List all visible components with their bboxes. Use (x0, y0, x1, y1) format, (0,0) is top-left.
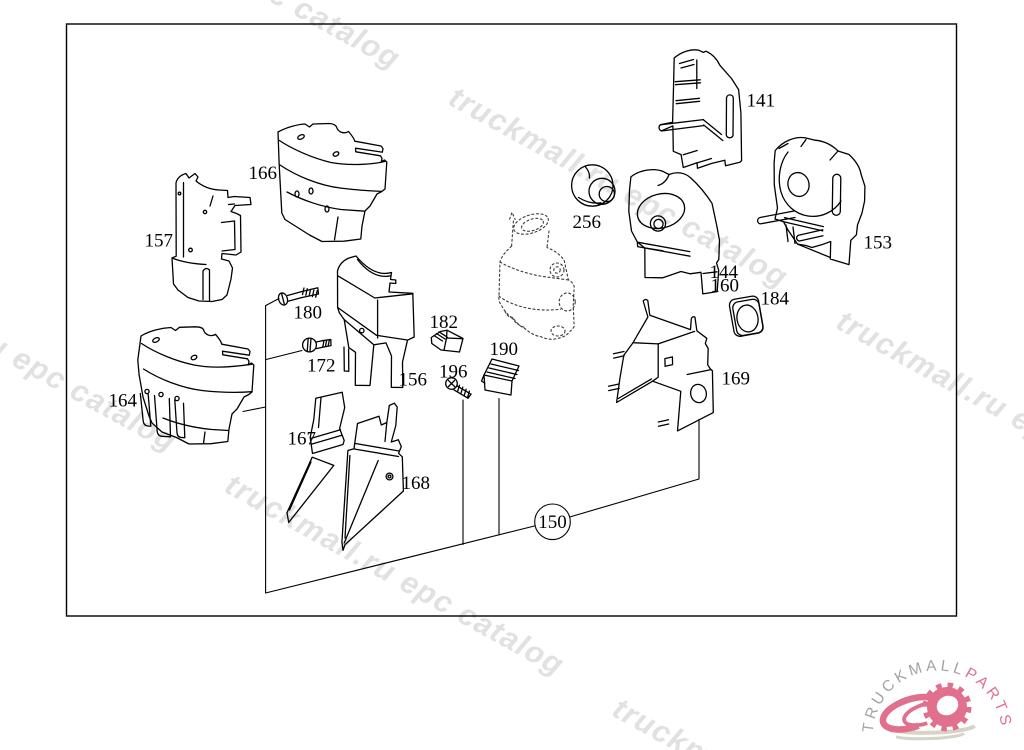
svg-text:141: 141 (747, 91, 776, 112)
svg-text:256: 256 (573, 212, 602, 233)
svg-text:168: 168 (402, 473, 431, 494)
svg-text:157: 157 (145, 231, 174, 252)
svg-text:172: 172 (307, 356, 336, 377)
svg-text:164: 164 (109, 391, 138, 412)
svg-text:196: 196 (439, 362, 468, 383)
svg-text:184: 184 (761, 289, 790, 310)
svg-text:160: 160 (711, 276, 740, 297)
svg-text:182: 182 (430, 312, 459, 333)
svg-text:167: 167 (288, 429, 317, 450)
svg-text:144: 144 (710, 262, 739, 283)
svg-text:169: 169 (722, 369, 751, 390)
svg-text:166: 166 (249, 163, 278, 184)
svg-text:180: 180 (294, 303, 323, 324)
svg-text:190: 190 (490, 339, 519, 360)
svg-text:150: 150 (538, 512, 567, 533)
svg-text:153: 153 (864, 233, 893, 254)
svg-text:156: 156 (399, 370, 428, 391)
